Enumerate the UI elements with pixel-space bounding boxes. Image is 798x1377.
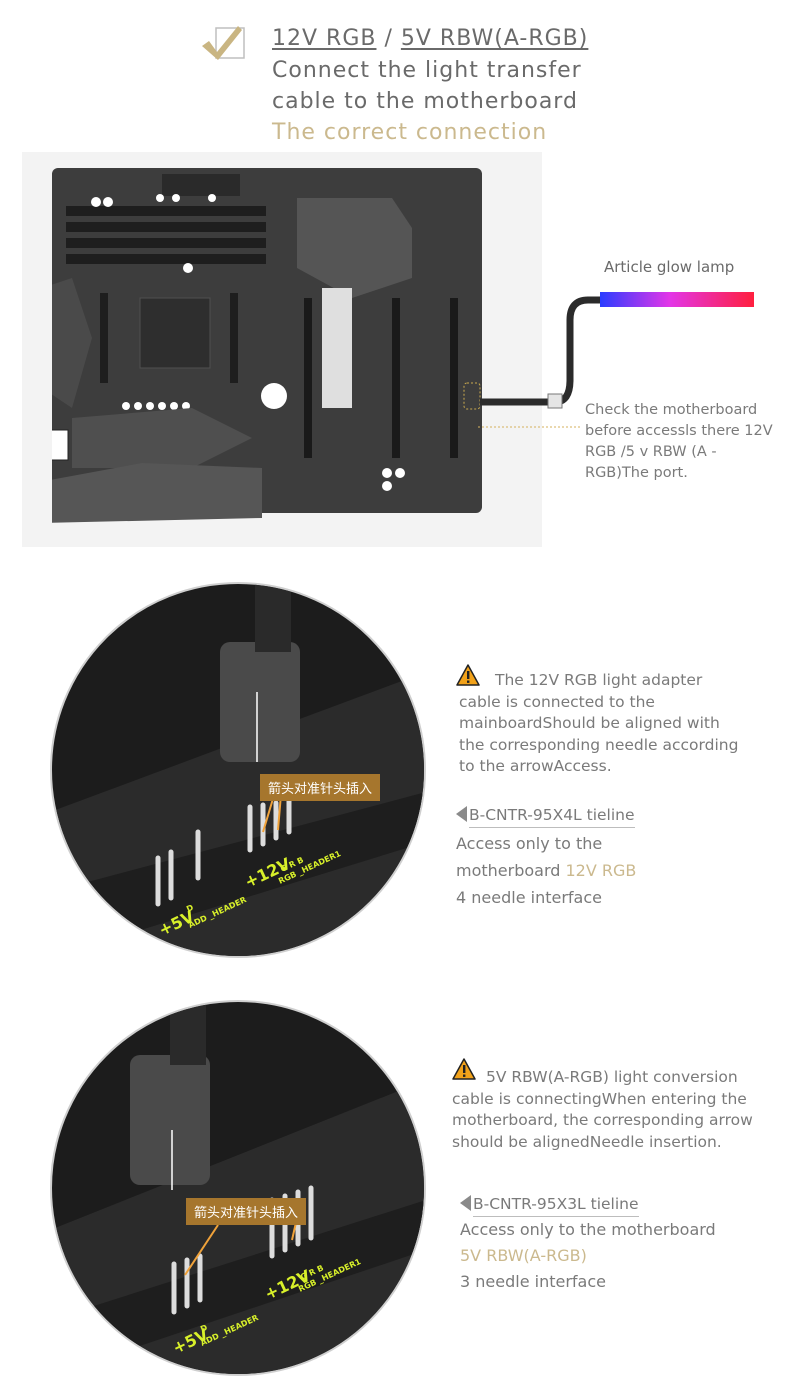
rgb-lamp-cable	[478, 292, 754, 428]
block2-tieline-label: B-CNTR-95X3L tieline	[473, 1195, 639, 1217]
block2-access-line1: Access only to the motherboard	[460, 1220, 716, 1239]
title-12v-rgb: 12V RGB	[272, 26, 377, 51]
block1-tieline: B-CNTR-95X4L tieline	[456, 806, 635, 828]
block1-tieline-label: B-CNTR-95X4L tieline	[469, 806, 635, 828]
title-separator: /	[376, 26, 401, 51]
motherboard-image	[52, 168, 482, 523]
block2-tieline: B-CNTR-95X3L tieline	[460, 1195, 639, 1217]
block2-description: 5V RBW(A-RGB) light conversion cable is …	[452, 1068, 753, 1151]
arrow-align-tag-2: 箭头对准针头插入	[186, 1198, 307, 1225]
silk-d-1: D	[185, 903, 195, 914]
arrow-align-tag-1: 箭头对准针头插入	[260, 774, 381, 801]
block1-access-prefix: motherboard	[456, 861, 566, 880]
block1-access-line2: motherboard 12V RGB	[456, 861, 636, 880]
header-line-2: Connect the light transfer	[272, 58, 582, 83]
lamp-label: Article glow lamp	[604, 258, 735, 276]
block1-access-line1: Access only to the	[456, 834, 603, 853]
block1-access-line3: 4 needle interface	[456, 888, 602, 907]
closeup-12v-rgb-image: +5V D ADD _HEADER +12V G R B RGB _HEADER…	[50, 582, 426, 958]
header-title: 12V RGB / 5V RBW(A-RGB)	[272, 26, 588, 51]
block1-access-highlight: 12V RGB	[565, 861, 637, 880]
triangle-left-icon	[456, 806, 467, 822]
warning-icon	[456, 664, 480, 686]
closeup-5v-rbw-image: +5V D ADD _HEADER +12V G R B RGB _HEADER…	[50, 1000, 426, 1376]
check-icon	[202, 26, 245, 60]
header-line-3: cable to the motherboard	[272, 89, 578, 114]
check-note: Check the motherboard before accessls th…	[585, 402, 773, 481]
block2-access-line3: 3 needle interface	[460, 1272, 606, 1291]
warning-icon	[452, 1058, 476, 1080]
title-5v-rbw: 5V RBW(A-RGB)	[400, 26, 589, 51]
triangle-left-icon	[460, 1195, 471, 1211]
header-line-4: The correct connection	[272, 120, 548, 145]
block1-description: The 12V RGB light adapter cable is conne…	[459, 671, 739, 775]
block2-access-line2: 5V RBW(A-RGB)	[460, 1246, 587, 1265]
silk-d-2: D	[199, 1323, 209, 1334]
